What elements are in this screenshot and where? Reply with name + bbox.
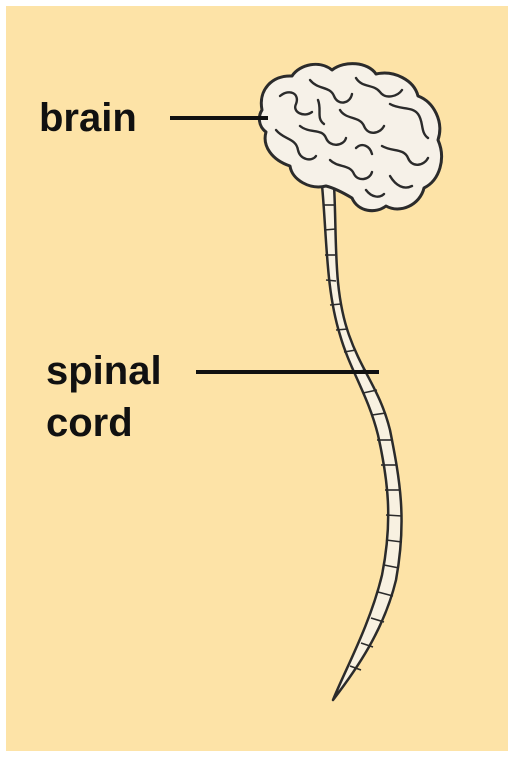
brain-label: brain — [39, 94, 137, 142]
spinal-cord-illustration — [322, 185, 402, 700]
brain-illustration — [259, 64, 441, 211]
spinal-cord-label-line2: cord — [46, 399, 133, 447]
spinal-cord-label-line1: spinal — [46, 347, 162, 395]
